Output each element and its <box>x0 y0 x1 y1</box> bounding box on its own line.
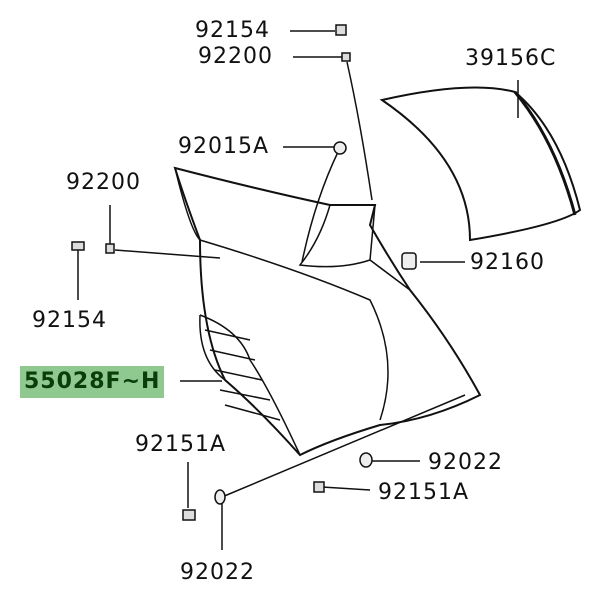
fastener-92022-right <box>359 452 373 468</box>
part-39156C-cover <box>379 86 582 242</box>
fastener-92022-bottom <box>214 489 226 505</box>
fastener-92151A-right <box>313 481 325 493</box>
label-92200-top[interactable]: 92200 <box>198 44 273 69</box>
fastener-92154-left <box>71 241 85 251</box>
label-92154-left[interactable]: 92154 <box>32 308 107 333</box>
label-92154-top[interactable]: 92154 <box>195 18 270 43</box>
part-55028-cowl <box>173 166 482 457</box>
part-vent <box>199 314 301 456</box>
fastener-92200-left <box>105 243 115 254</box>
label-39156C[interactable]: 39156C <box>465 46 557 71</box>
label-92151A-right[interactable]: 92151A <box>378 480 470 505</box>
label-92022-right[interactable]: 92022 <box>428 450 503 475</box>
label-92015A[interactable]: 92015A <box>178 134 270 159</box>
fastener-92151A-left <box>182 509 196 521</box>
fastener-92160 <box>401 252 417 270</box>
label-92151A-left[interactable]: 92151A <box>135 432 227 457</box>
label-92022-bottom[interactable]: 92022 <box>180 560 255 585</box>
label-92200-left[interactable]: 92200 <box>66 170 141 195</box>
fastener-92200-top <box>341 52 351 62</box>
label-55028F-H-highlighted[interactable]: 55028F~H <box>20 366 165 398</box>
label-92160[interactable]: 92160 <box>470 250 545 275</box>
fastener-92015A <box>333 141 347 155</box>
fastener-92154-top <box>335 24 347 36</box>
